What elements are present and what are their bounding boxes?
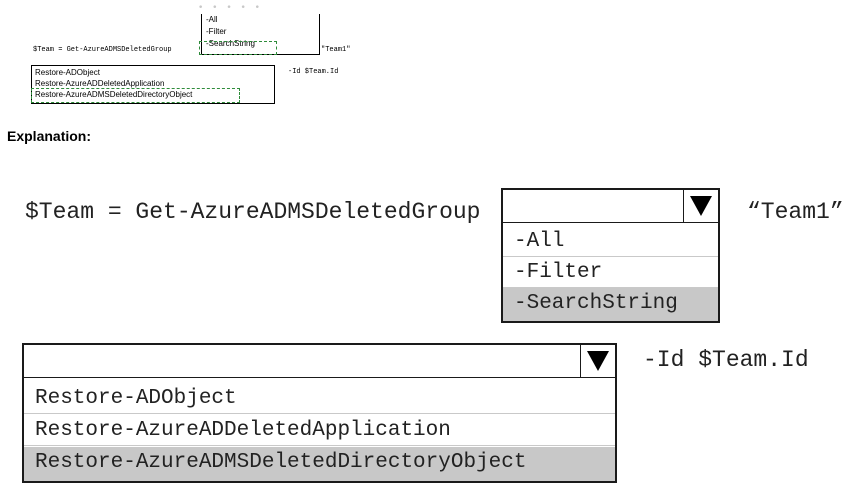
thumb-option-searchstring: -SearchString [206,39,255,48]
thumb-option-all: -All [206,15,218,24]
thumb-answer-highlight-1 [199,41,277,55]
parameter-dropdown-header[interactable] [503,190,718,223]
thumb-statement1-command: $Team = Get-AzureADMSDeletedGroup [33,46,172,54]
decorative-dots: • • • • • [198,3,263,13]
statement1-command: $Team = Get-AzureADMSDeletedGroup [25,199,481,225]
thumb-statement1-value: "Team1" [321,46,351,54]
statement2-parameter: -Id $Team.Id [643,347,809,373]
thumb-option-filter: -Filter [206,27,227,36]
chevron-down-icon [690,196,712,216]
cmdlet-dropdown-toggle[interactable] [580,345,615,377]
thumb-option-restore-adobject: Restore-ADObject [35,68,100,77]
option-all[interactable]: -All [503,226,718,257]
thumb-answer-highlight-2 [31,88,240,103]
option-restore-adobject[interactable]: Restore-ADObject [24,383,615,414]
chevron-down-icon [587,351,609,371]
parameter-dropdown[interactable]: -All -Filter -SearchString [501,188,720,323]
thumb-dropdown-cmdlet: Restore-ADObject Restore-AzureADDeletedA… [31,65,275,104]
cmdlet-dropdown-header[interactable] [24,345,615,378]
option-searchstring-selected[interactable]: -SearchString [503,288,718,321]
option-filter[interactable]: -Filter [503,257,718,288]
thumb-option-restore-deletedapplication: Restore-AzureADDeletedApplication [35,79,165,88]
parameter-dropdown-toggle[interactable] [683,190,718,222]
cmdlet-dropdown[interactable]: Restore-ADObject Restore-AzureADDeletedA… [22,343,617,483]
explanation-heading: Explanation: [7,128,92,144]
thumb-option-restore-deleteddirectoryobject: Restore-AzureADMSDeletedDirectoryObject [35,90,193,99]
thumb-statement2-parameter: -Id $Team.Id [288,68,339,76]
option-restore-azureaddeletedapplication[interactable]: Restore-AzureADDeletedApplication [24,415,615,446]
statement1-value: “Team1” [747,199,844,225]
option-restore-azureadmsdeleteddirectoryobject-selected[interactable]: Restore-AzureADMSDeletedDirectoryObject [24,447,615,481]
